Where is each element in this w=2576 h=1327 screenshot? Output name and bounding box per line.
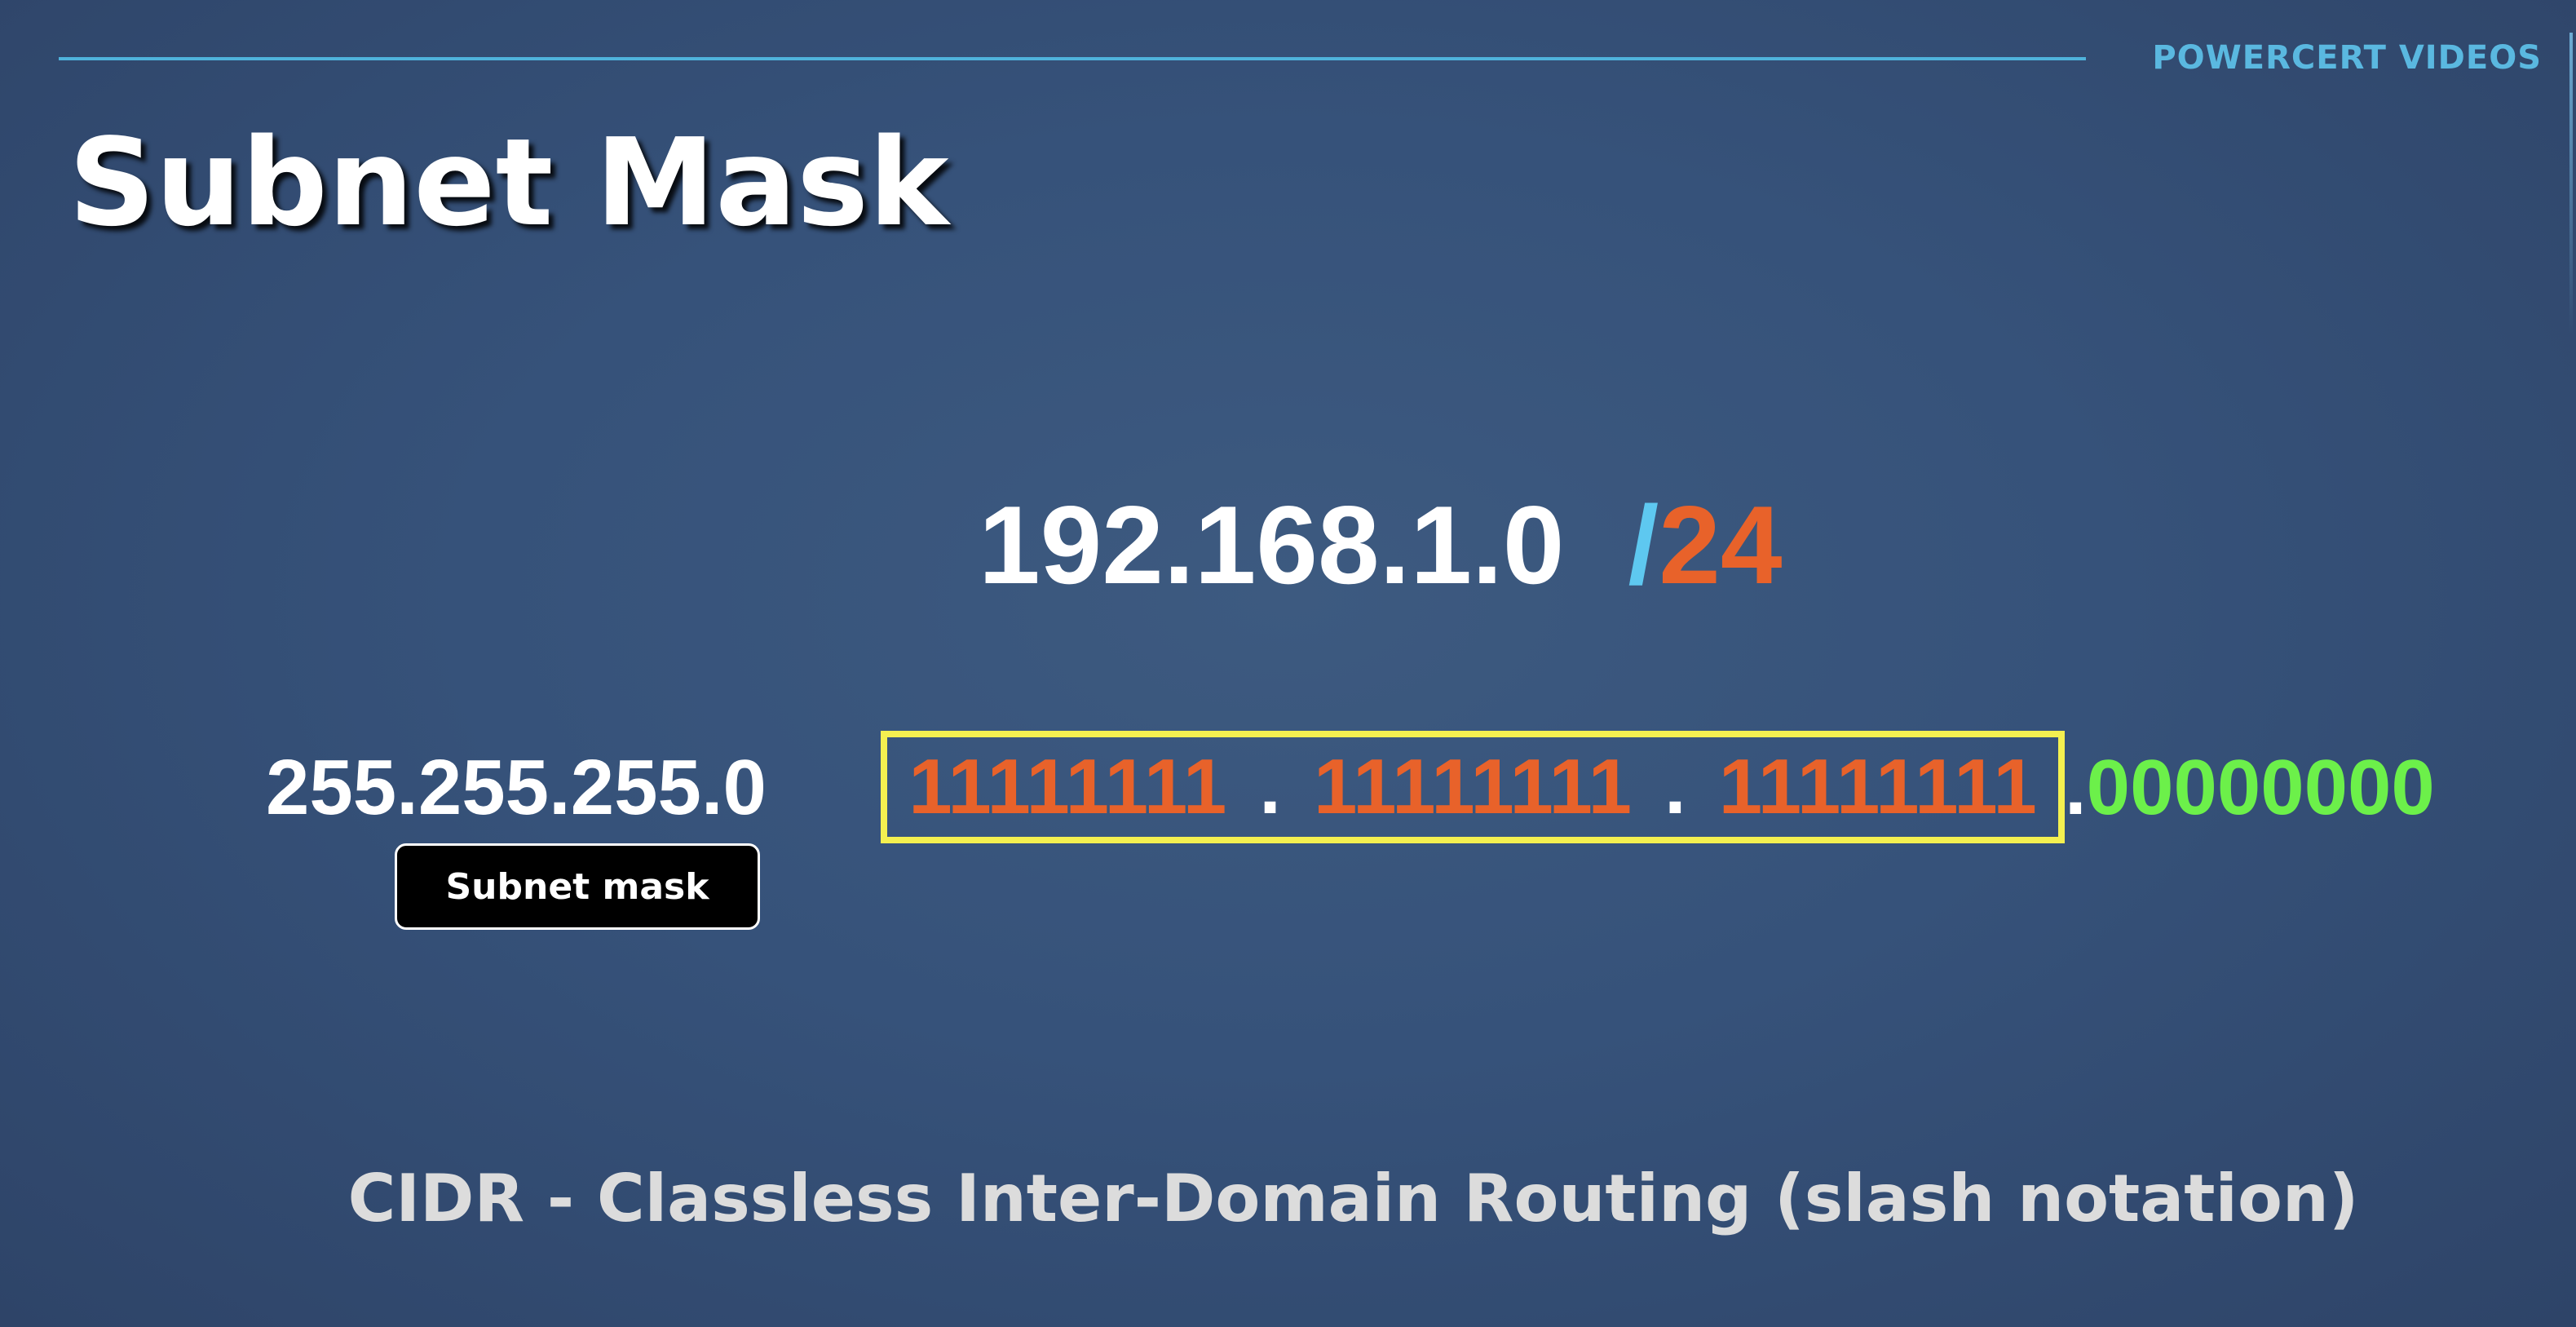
network-bits-highlight-box: 11111111 . 11111111 . 11111111 xyxy=(881,731,2065,843)
binary-octet-2: 11111111 xyxy=(1313,743,1633,830)
host-bits: .00000000 xyxy=(2065,749,2435,827)
cidr-prefix-length: 24 xyxy=(1659,483,1783,607)
cidr-definition-caption: CIDR - Classless Inter-Domain Routing (s… xyxy=(347,1161,2359,1236)
cidr-slash: / xyxy=(1628,483,1659,607)
binary-separator: . xyxy=(1259,743,1281,830)
cidr-notation: 192.168.1.0/24 xyxy=(979,489,1783,600)
header-divider xyxy=(59,57,2086,60)
slide-title: Subnet Mask xyxy=(68,113,949,253)
subnet-mask-decimal: 255.255.255.0 xyxy=(266,744,767,831)
binary-octet-1: 11111111 xyxy=(908,743,1227,830)
edge-accent-line xyxy=(2569,33,2573,334)
binary-octet-3: 11111111 xyxy=(1718,743,2037,830)
brand-logo-text: POWERCERT VIDEOS xyxy=(2152,39,2542,77)
binary-separator: . xyxy=(2065,744,2087,831)
subnet-mask-label: Subnet mask xyxy=(395,843,760,930)
binary-separator: . xyxy=(1664,743,1686,830)
network-address: 192.168.1.0 xyxy=(979,483,1565,607)
binary-octet-4: 00000000 xyxy=(2086,744,2435,831)
